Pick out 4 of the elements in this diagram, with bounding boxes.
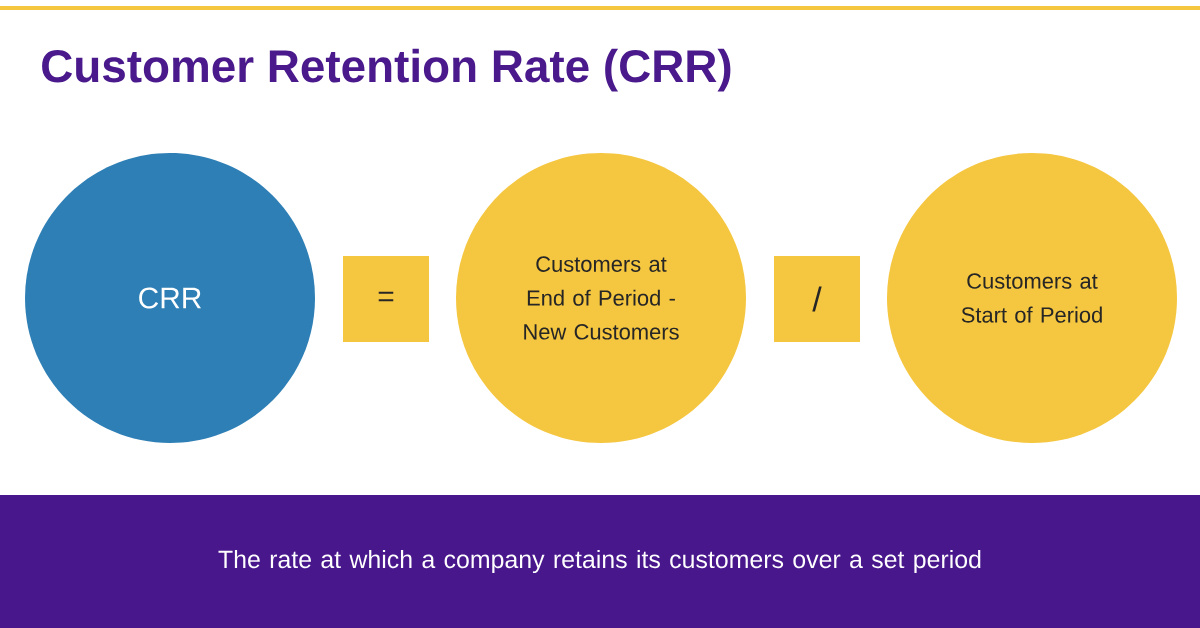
- title: Customer Retention Rate (CRR): [42, 48, 731, 92]
- definition-band: The rate at which a company retains its customers over a set period: [0, 495, 1200, 628]
- operator-box: /: [774, 256, 860, 342]
- operator-box: =: [343, 256, 429, 342]
